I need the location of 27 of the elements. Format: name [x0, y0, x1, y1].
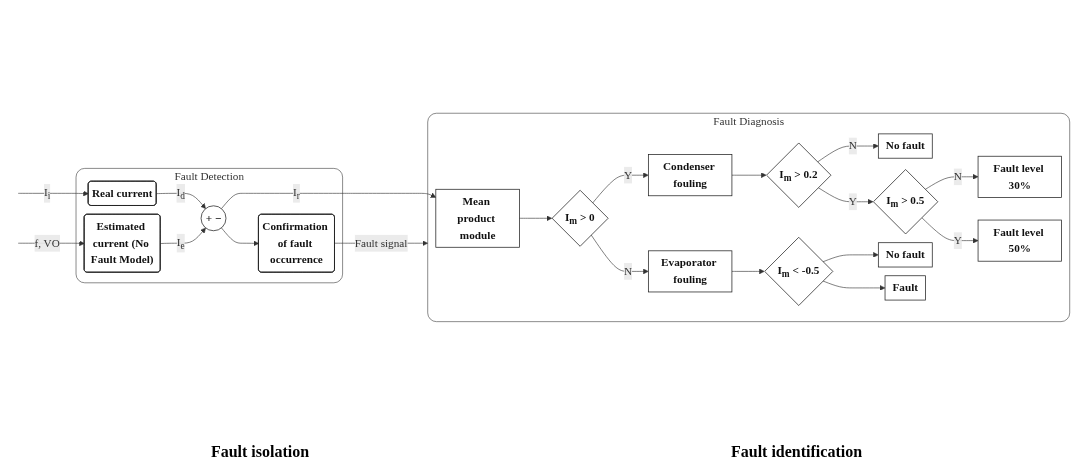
node-box: Mean product module [435, 188, 520, 248]
node-box: Evaporator fouling [648, 250, 733, 293]
edge-label: N [624, 264, 633, 278]
node-box: No fault [877, 133, 933, 159]
edge-label: Y [953, 234, 962, 247]
edge-label: N [953, 170, 962, 183]
edge-label: Y [624, 168, 633, 182]
node-box: No fault [877, 242, 933, 268]
section-label: Fault identification [730, 443, 863, 461]
edge-label: N [848, 139, 857, 153]
edge-label: I$_{e}$ [176, 235, 185, 251]
edge-label: Y [848, 195, 857, 208]
edge-label: Fault signal [354, 236, 408, 250]
node-diamond: I$_{m}$ > 0.2 [766, 142, 832, 208]
node-diamond: I$_{m}$ < -0.5 [764, 236, 834, 306]
node-box: Fault [884, 275, 926, 301]
edge-label: I$_{i}$ [43, 185, 51, 201]
edge-label: I$_{d}$ [176, 185, 185, 201]
section-label: Fault isolation [210, 443, 310, 461]
edge-label: I$_{r}$ [293, 185, 300, 201]
node-box: Fault level 50% [977, 219, 1062, 262]
node-diamond: I$_{m}$ > 0 [551, 189, 609, 247]
edge-label: f, VO [34, 236, 60, 250]
node-circle: + − [200, 205, 227, 232]
node-box: Fault level 30% [977, 155, 1062, 198]
node-box: Condenser fouling [648, 154, 733, 197]
node-diamond: I$_{m}$ > 0.5 [873, 169, 939, 235]
